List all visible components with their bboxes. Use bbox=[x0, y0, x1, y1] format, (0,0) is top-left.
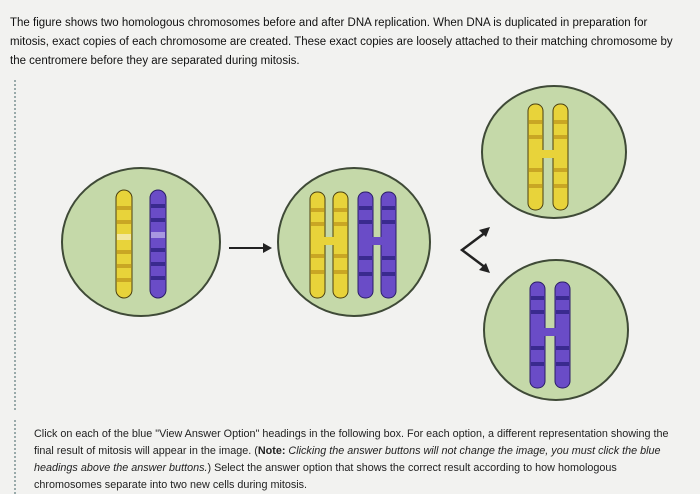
intro-text: The figure shows two homologous chromoso… bbox=[10, 17, 673, 67]
mitosis-figure bbox=[14, 80, 682, 410]
mitosis-diagram bbox=[61, 85, 629, 401]
cell-before-replication bbox=[61, 167, 221, 317]
daughter-cell-top bbox=[481, 85, 627, 219]
instructions-part1: Click on each of the blue "View Answer O… bbox=[34, 428, 669, 457]
replicated-yellow-chromosome bbox=[309, 191, 349, 299]
yellow-chromosome-pair bbox=[527, 103, 569, 211]
instructions-box: Click on each of the blue "View Answer O… bbox=[14, 420, 682, 494]
right-arrow-icon bbox=[229, 243, 272, 253]
replicated-purple-chromosome bbox=[357, 191, 397, 299]
split-arrow-icon bbox=[459, 227, 490, 273]
daughter-cell-bottom bbox=[483, 259, 629, 401]
note-label: Note: bbox=[257, 445, 286, 457]
instructions-text: Click on each of the blue "View Answer O… bbox=[16, 420, 682, 494]
purple-chromosome-pair bbox=[529, 281, 571, 389]
cell-after-replication bbox=[277, 167, 431, 317]
yellow-chromosome bbox=[115, 189, 133, 299]
note-text: Clicking the answer buttons will not cha… bbox=[34, 445, 661, 474]
instructions-part2: ) Select the answer option that shows th… bbox=[34, 462, 617, 491]
purple-chromosome bbox=[149, 189, 167, 299]
